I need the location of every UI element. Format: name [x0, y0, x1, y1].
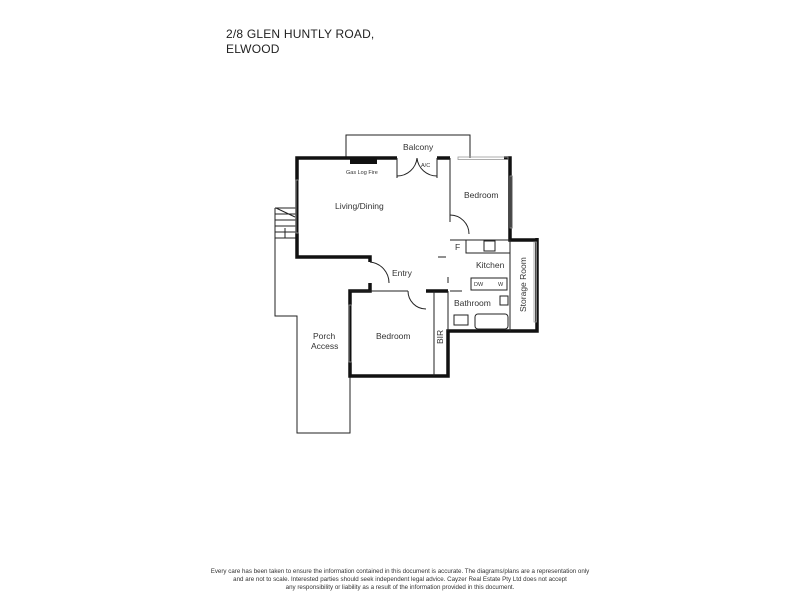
label-living-dining: Living/Dining	[335, 201, 384, 211]
label-balcony: Balcony	[403, 142, 434, 152]
label-fridge: F	[455, 242, 460, 252]
basin-icon	[453, 314, 469, 326]
label-entry: Entry	[392, 268, 413, 278]
label-bedroom-1: Bedroom	[464, 190, 499, 200]
label-ac: A/C	[421, 163, 430, 169]
stairs	[275, 207, 297, 239]
cooktop-icon	[483, 240, 496, 252]
porch-outline	[274, 208, 351, 434]
label-fireplace: Gas Log Fire	[346, 170, 378, 176]
label-storage-room: Storage Room	[518, 257, 528, 312]
disclaimer: Every care has been taken to ensure the …	[190, 568, 610, 592]
label-washer: W	[498, 282, 504, 288]
address-line-1: 2/8 GLEN HUNTLY ROAD,	[226, 27, 375, 41]
toilet-icon	[499, 295, 509, 306]
label-dishwasher: DW	[474, 282, 484, 288]
bath-icon	[474, 313, 509, 330]
address-line-2: ELWOOD	[226, 42, 280, 56]
label-access: Access	[311, 341, 338, 351]
label-kitchen: Kitchen	[476, 260, 505, 270]
windows	[295, 156, 537, 363]
label-bedroom-2: Bedroom	[376, 331, 411, 341]
disclaimer-line-1: Every care has been taken to ensure the …	[210, 568, 590, 575]
balcony-outline	[345, 134, 471, 158]
door-arcs	[369, 157, 470, 310]
disclaimer-line-3: any responsibility or liability as a res…	[285, 584, 515, 591]
label-bathroom: Bathroom	[454, 298, 491, 308]
disclaimer-line-2: and are not to scale. Interested parties…	[233, 576, 567, 583]
kitchen-bench	[465, 239, 511, 254]
fireplace	[350, 159, 377, 164]
label-bir: BIR	[435, 330, 445, 344]
laundry-bench	[470, 277, 508, 291]
label-porch: Porch	[313, 331, 335, 341]
property-address: 2/8 GLEN HUNTLY ROAD, ELWOOD	[226, 27, 374, 57]
